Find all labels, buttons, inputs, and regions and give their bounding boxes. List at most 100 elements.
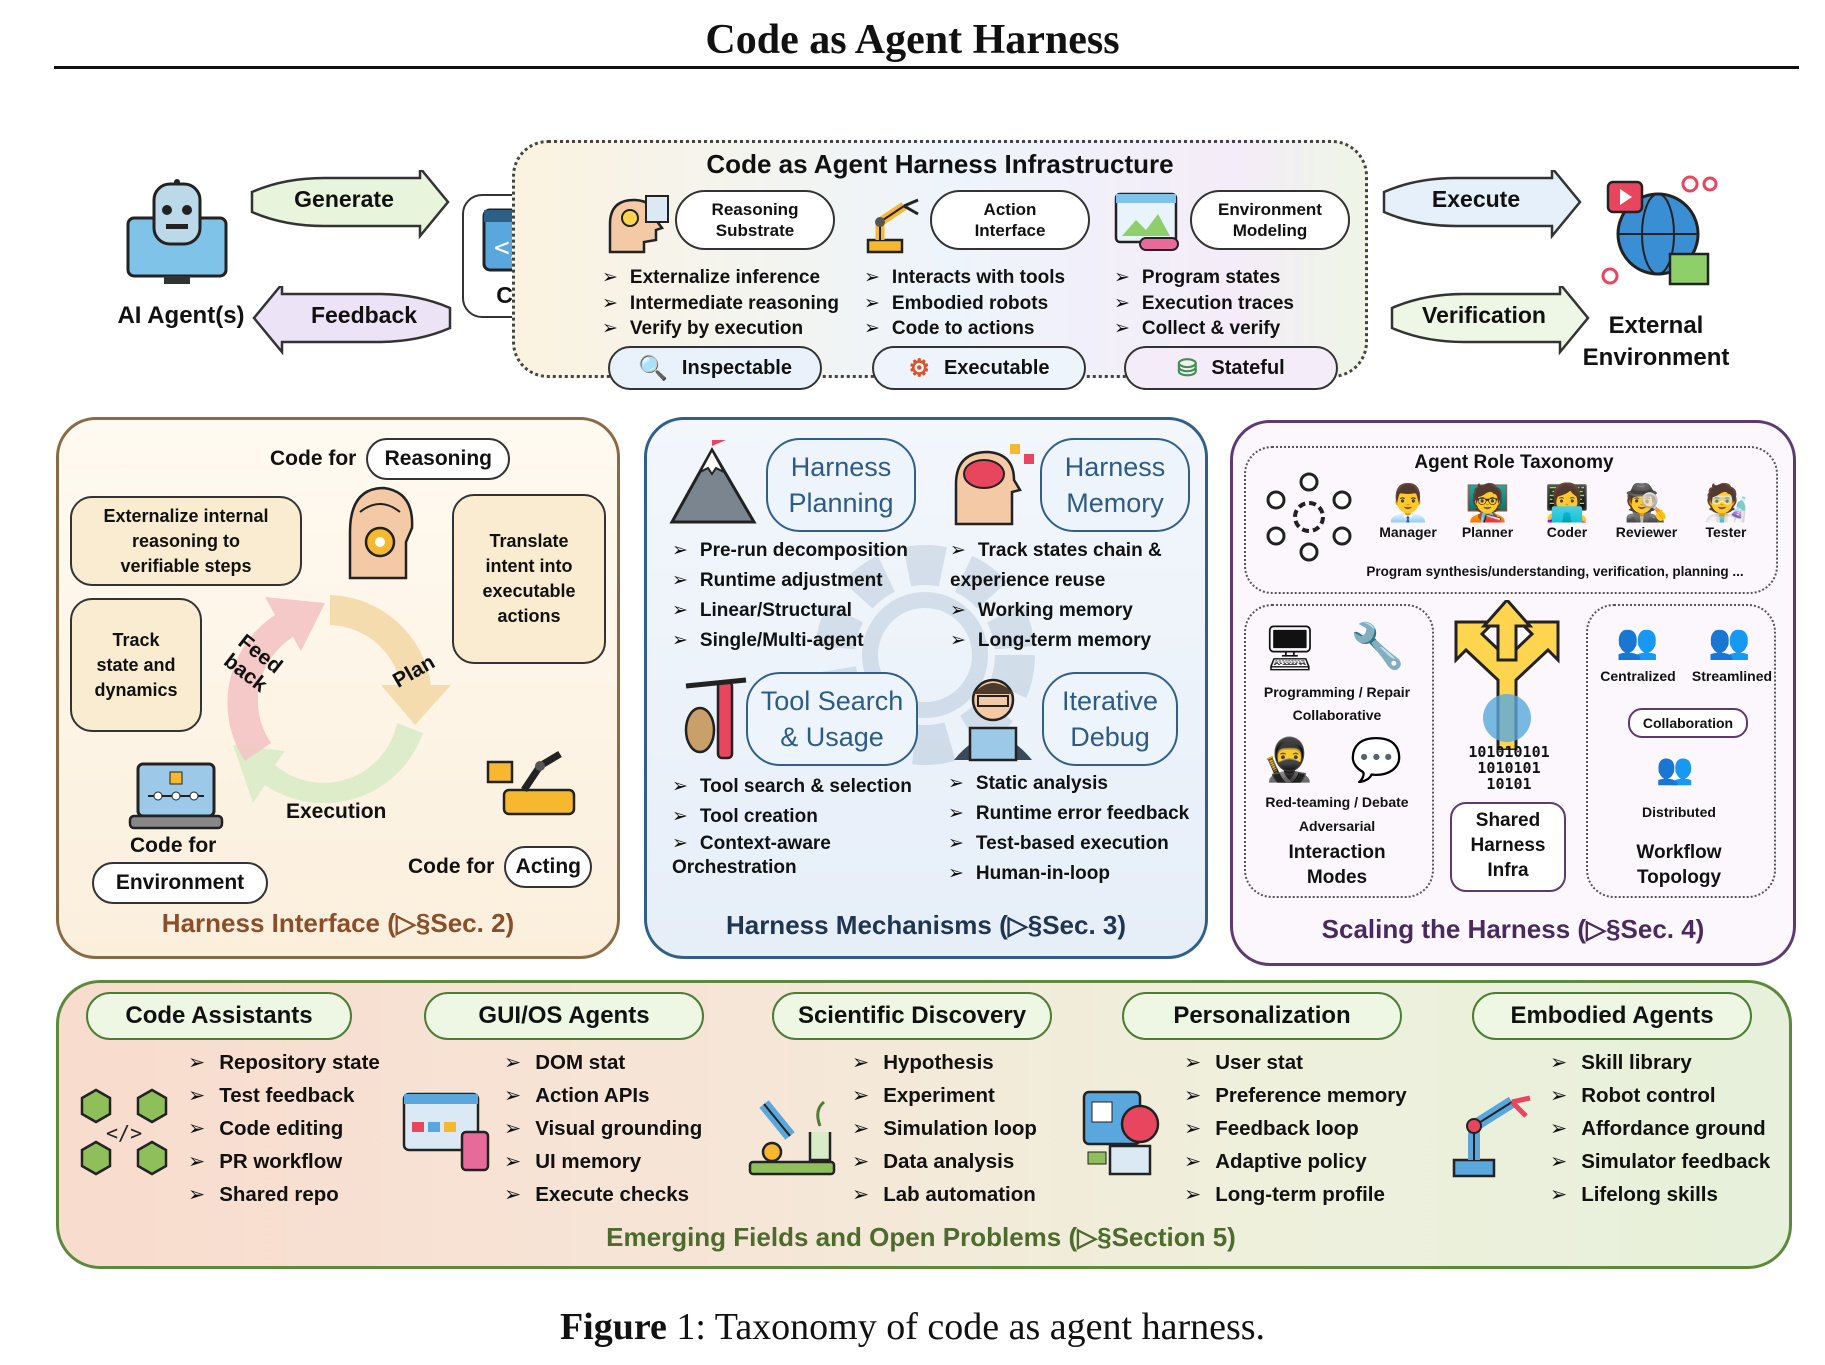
action-bullets: Interacts with tools Embodied robots Cod… (864, 265, 1065, 342)
bullet: Long-term memory (950, 626, 1162, 656)
bullet: Adaptive policy (1184, 1145, 1407, 1178)
bullet: Externalize inference (602, 265, 839, 291)
title-rule (54, 66, 1799, 69)
execute-arrow: Execute (1376, 170, 1582, 240)
reasoning-substrate-pill: Reasoning Substrate (675, 190, 835, 250)
role-label: Planner (1461, 524, 1514, 540)
figure-title: Code as Agent Harness (705, 17, 1120, 63)
bullet: Code editing (188, 1112, 380, 1145)
memory-bullets: Track states chain & experience reuse Wo… (950, 536, 1162, 656)
bullet: Long-term profile (1184, 1178, 1407, 1211)
bullet: Affordance ground (1550, 1112, 1770, 1145)
distributed-icon: 👥 (1656, 753, 1694, 786)
svg-text:</>: </> (106, 1121, 142, 1145)
track-bubble: Track state and dynamics (70, 598, 202, 732)
taxonomy-note: Program synthesis/understanding, verific… (1366, 564, 1744, 579)
bullet: Program states (1114, 265, 1294, 291)
caption-text: 1: Taxonomy of code as agent harness. (666, 1306, 1266, 1348)
wrench-icon: 🔧 (1350, 622, 1405, 671)
tester-icon: 🧑‍🔬 (1703, 482, 1749, 523)
globe-icon (1598, 172, 1718, 290)
bullet: Robot control (1550, 1079, 1770, 1112)
execution-cycle-label: Execution (286, 800, 387, 823)
personalization-pill: Personalization (1122, 992, 1402, 1040)
bullet: Test feedback (188, 1079, 380, 1112)
prog-repair-label: Programming / Repair (1263, 684, 1411, 700)
bullet: Execution traces (1114, 291, 1294, 317)
personalization-bullets: User stat Preference memory Feedback loo… (1184, 1046, 1407, 1211)
bullet: Tool search & selection (672, 772, 912, 802)
toolbox-icon (680, 672, 750, 762)
environment-pill: Environment (92, 862, 268, 904)
magnifier-icon: 🔍 (638, 354, 668, 382)
stateful-badge: ⛁ Stateful (1124, 346, 1338, 390)
reasoning-head-icon (600, 194, 670, 254)
robot-arm-bottom-icon (1446, 1086, 1534, 1178)
database-icon: ⛁ (1177, 354, 1198, 382)
generate-arrow: Generate (244, 170, 450, 240)
code-assistants-pill: Code Assistants (86, 992, 352, 1040)
bullet: Lab automation (852, 1178, 1037, 1211)
workflow-topology-label: Workflow Topology (1636, 842, 1722, 888)
role-taxonomy-title: Agent Role Taxonomy (1414, 452, 1614, 473)
scientific-discovery-pill: Scientific Discovery (772, 992, 1052, 1040)
split-arrow-icon (1452, 597, 1562, 752)
bullet: Pre-run decomposition (672, 536, 908, 566)
bullet: UI memory (504, 1145, 702, 1178)
inspectable-label: Inspectable (681, 356, 792, 379)
cycle-diagram (205, 575, 455, 825)
collaborative-label: Collaborative (1292, 707, 1382, 723)
bullet: Skill library (1550, 1046, 1770, 1079)
desks-icon: 🖥 (1262, 624, 1318, 673)
embodied-bullets: Skill library Robot control Affordance g… (1550, 1046, 1770, 1211)
mountain-icon (668, 434, 758, 526)
bullet: Code to actions (864, 316, 1065, 342)
role-coder: 👩‍💻Coder (1531, 482, 1603, 540)
bullet: Simulator feedback (1550, 1145, 1770, 1178)
code-cubes-icon: </> (78, 1088, 170, 1176)
bullet: Intermediate reasoning (602, 291, 839, 317)
collaboration-label: Collaboration (1642, 715, 1734, 731)
collaboration-pill: Collaboration (1628, 708, 1748, 738)
role-label: Coder (1546, 524, 1588, 540)
gui-screens-icon (402, 1092, 490, 1172)
code-for-acting-label: Code for Acting (408, 846, 593, 888)
environment-modeling-pill: Environment Modeling (1190, 190, 1350, 250)
environment-bullets: Program states Execution traces Collect … (1114, 265, 1294, 342)
inspectable-badge: 🔍 Inspectable (608, 346, 822, 390)
reviewer-icon: 🕵 (1624, 482, 1669, 523)
code-for-act-text: Code for (408, 855, 495, 878)
bullet: Visual grounding (504, 1112, 702, 1145)
bullet: Working memory (950, 596, 1162, 626)
interaction-modes-label: Interaction Modes (1288, 842, 1386, 888)
brain-gear-icon (340, 482, 418, 582)
bullet: Embodied robots (864, 291, 1065, 317)
ai-agent-label: AI Agent(s) (117, 302, 245, 329)
role-planner: 🧑‍🏫Planner (1452, 482, 1524, 540)
executable-badge: ⚙ Executable (872, 346, 1086, 390)
role-taxonomy-box (1244, 446, 1778, 594)
scientific-bullets: Hypothesis Experiment Simulation loop Da… (852, 1046, 1037, 1211)
code-for-text: Code for (270, 447, 357, 470)
acting-pill: Acting (504, 846, 593, 888)
bullet: Action APIs (504, 1079, 702, 1112)
streamlined-label: Streamlined (1691, 668, 1773, 684)
bullet: Repository state (188, 1046, 380, 1079)
bullet: Experiment (852, 1079, 1037, 1112)
centralized-label: Centralized (1600, 668, 1676, 684)
role-row: 👨‍💼Manager 🧑‍🏫Planner 👩‍💻Coder 🕵Reviewer… (1372, 482, 1762, 540)
bullet: Verify by execution (602, 316, 839, 342)
profile-dashboard-icon (1082, 1088, 1164, 1176)
executable-label: Executable (943, 356, 1050, 379)
role-manager: 👨‍💼Manager (1372, 482, 1444, 540)
role-label: Tester (1705, 524, 1747, 540)
robot-arm-icon (856, 194, 926, 254)
microscope-icon (744, 1086, 840, 1178)
bullet: Runtime adjustment (672, 566, 908, 596)
bullet: Track states chain & experience reuse (950, 536, 1162, 596)
bullet: Interacts with tools (864, 265, 1065, 291)
reasoning-bullets: Externalize inference Intermediate reaso… (602, 265, 839, 342)
figure-caption: Figure 1: Taxonomy of code as agent harn… (0, 1305, 1825, 1349)
manager-icon: 👨‍💼 (1385, 482, 1431, 523)
role-tester: 🧑‍🔬Tester (1690, 482, 1762, 540)
